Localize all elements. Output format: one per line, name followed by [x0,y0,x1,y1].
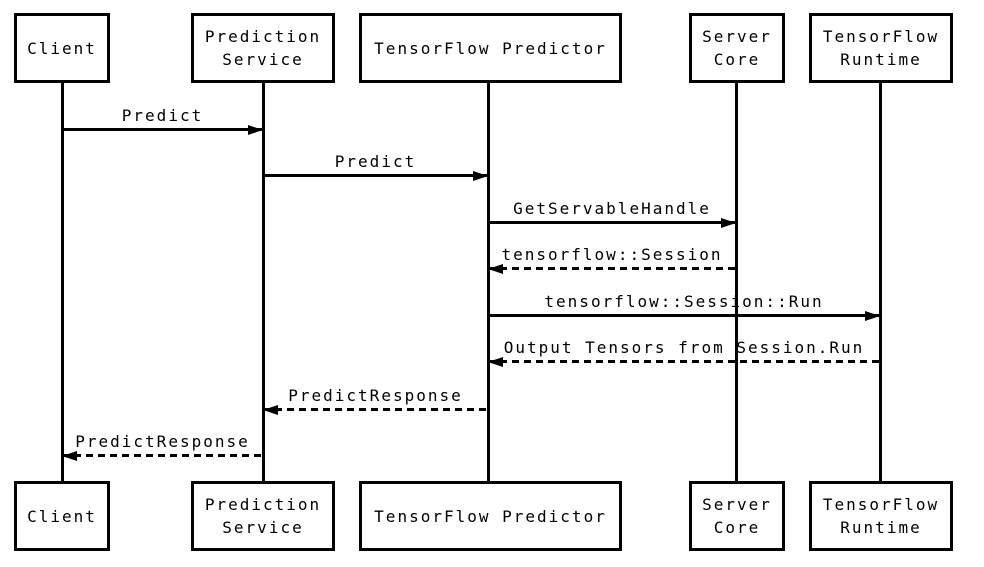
arrowhead-right-icon [865,311,880,321]
actor-label: TensorFlow Predictor [374,506,607,526]
actor-box-prediction-service-bottom: Prediction Service [191,481,335,551]
arrowhead-left-icon [488,264,503,274]
message-line [488,267,736,270]
message-line [488,360,880,363]
actor-box-tensorflow-runtime-top: TensorFlow Runtime [809,13,953,83]
lifeline-tensorflow-runtime [879,83,882,481]
actor-label: Prediction Service [204,27,322,69]
actor-box-tensorflow-predictor-top: TensorFlow Predictor [359,13,622,83]
actor-box-tensorflow-runtime-bottom: TensorFlow Runtime [809,481,953,551]
arrowhead-left-icon [488,357,503,367]
arrowhead-right-icon [473,171,488,181]
message-label: GetServableHandle [513,199,711,218]
message-line [263,174,488,177]
message-label: PredictResponse [288,386,463,405]
message-label: Output Tensors from Session.Run [503,338,865,357]
arrowhead-left-icon [62,451,77,461]
message-label: PredictResponse [75,432,250,451]
message-label: Predict [334,152,417,171]
lifeline-prediction-service [262,83,265,481]
actor-label: Server Core [702,495,772,537]
actor-box-tensorflow-predictor-bottom: TensorFlow Predictor [359,481,622,551]
message-line [62,128,263,131]
actor-box-client-top: Client [14,13,110,83]
actor-box-server-core-top: Server Core [689,13,785,83]
arrowhead-right-icon [721,218,736,228]
message-label: Predict [121,106,204,125]
actor-label: TensorFlow Runtime [822,27,940,69]
lifeline-server-core [735,83,738,481]
message-label: tensorflow::Session [501,245,723,264]
actor-box-client-bottom: Client [14,481,110,551]
actor-box-server-core-bottom: Server Core [689,481,785,551]
actor-label: Client [27,38,97,58]
actor-label: TensorFlow Predictor [374,38,607,58]
actor-label: Client [27,506,97,526]
lifeline-client [61,83,64,481]
message-line [488,221,736,224]
message-line [62,454,263,457]
arrowhead-left-icon [263,405,278,415]
lifeline-tensorflow-predictor [487,83,490,481]
arrowhead-right-icon [248,125,263,135]
message-line [263,408,488,411]
actor-label: Prediction Service [204,495,322,537]
actor-label: TensorFlow Runtime [822,495,940,537]
actor-label: Server Core [702,27,772,69]
message-label: tensorflow::Session::Run [544,292,824,311]
message-line [488,314,880,317]
actor-box-prediction-service-top: Prediction Service [191,13,335,83]
